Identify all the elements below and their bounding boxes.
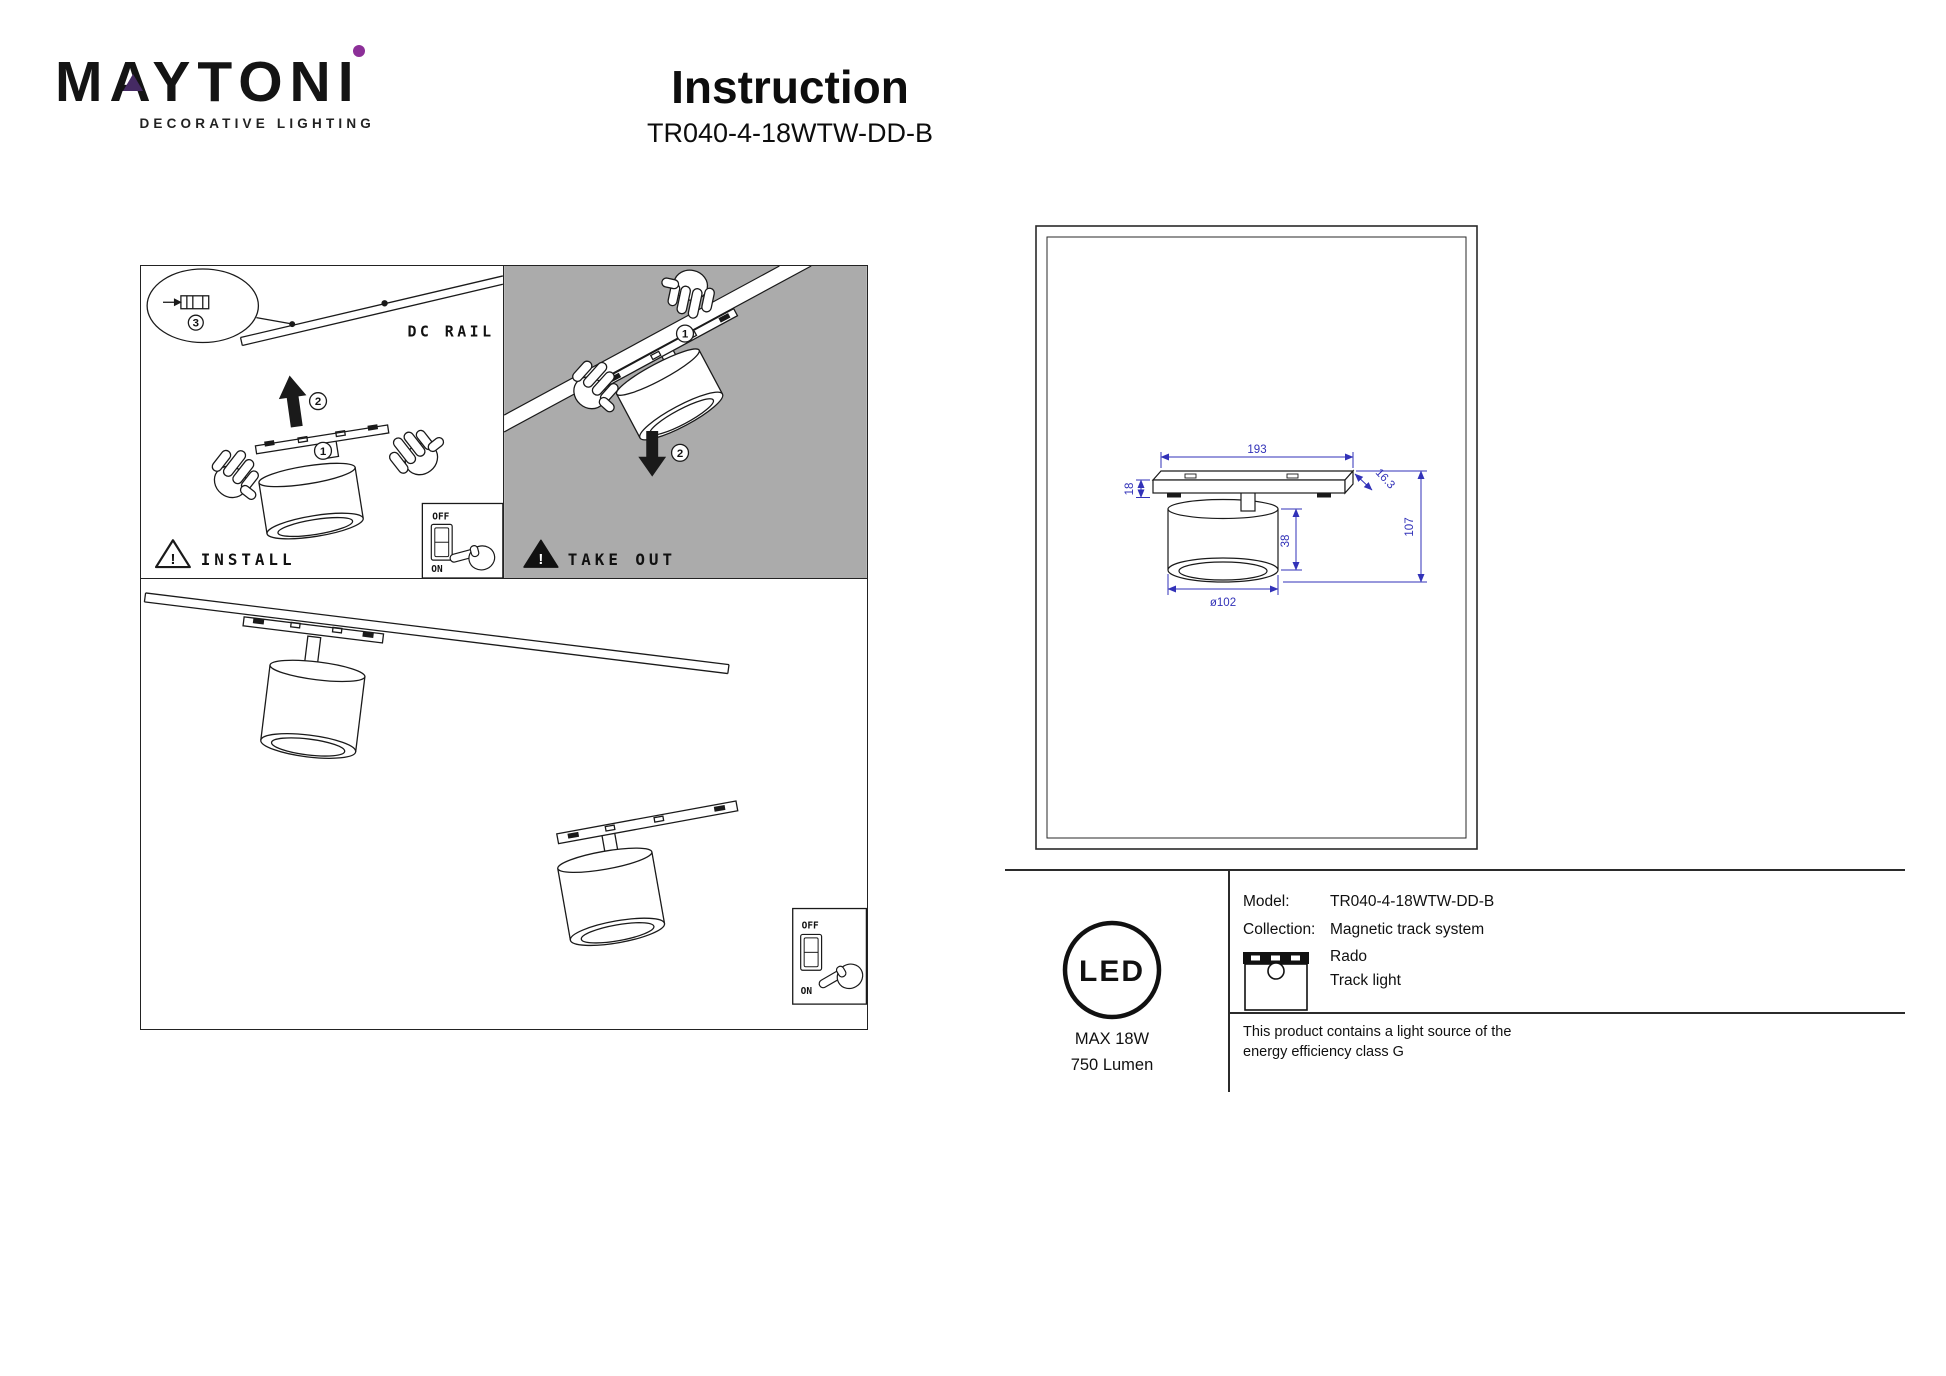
- max-power: MAX 18W: [1074, 1030, 1150, 1048]
- model-label: Model:: [1243, 893, 1290, 910]
- tech-drawing: 193 18 16.3 107 38 ø102: [1035, 225, 1478, 850]
- led-badge-label: LED: [1079, 955, 1145, 988]
- rail-contact-dot: [381, 300, 388, 307]
- step-1-number: 1: [682, 329, 689, 341]
- collection-value: Magnetic track system: [1330, 921, 1485, 938]
- tech-drawing-panel: 193 18 16.3 107 38 ø102: [1035, 225, 1478, 850]
- right-hand: [381, 415, 454, 487]
- power-switch-box: OFF ON: [421, 502, 504, 579]
- series-name: Rado: [1330, 948, 1368, 965]
- product-side-view: [1151, 469, 1355, 583]
- switch-off-label: OFF: [432, 511, 449, 522]
- brand-tagline: DECORATIVE LIGHTING: [139, 116, 375, 131]
- step-1-badge: [313, 441, 333, 460]
- warning-mark: !: [170, 552, 175, 568]
- dim-diameter: ø102: [1210, 597, 1236, 609]
- power-switch-box: OFF ON: [792, 907, 867, 1005]
- track-light-fixture: [254, 424, 390, 540]
- install-diagram: 2 1 3 DC RAIL ! INSTALL OFF ON: [146, 268, 504, 579]
- assembly-panel: OFF ON: [140, 578, 868, 1030]
- dc-rail: [239, 275, 503, 347]
- install-panel: 2 1 3 DC RAIL ! INSTALL OFF ON: [140, 265, 505, 580]
- brand-logo: MAYTONI DECORATIVE LIGHTING: [55, 45, 375, 131]
- light-body: [557, 847, 666, 947]
- assembly-diagram: OFF ON: [143, 592, 867, 1005]
- dim-body-height: 38: [1280, 535, 1292, 548]
- led-badge-circle: [1062, 920, 1162, 1020]
- step-2-badge: [670, 443, 690, 462]
- light-body: [615, 348, 724, 441]
- takeout-panel: 1 2 ! TAKE OUT: [503, 265, 868, 580]
- switch-on-label: ON: [801, 986, 813, 997]
- mount-plate: [556, 800, 739, 845]
- takeout-caption: TAKE OUT: [568, 550, 676, 569]
- detached-track-light: [556, 800, 739, 947]
- page-model-number: TR040-4-18WTW-DD-B: [646, 118, 934, 148]
- track-light-fixture: [600, 307, 739, 441]
- install-caption: INSTALL: [201, 550, 296, 569]
- product-type: Track light: [1330, 972, 1401, 989]
- led-badge: LED: [1062, 920, 1162, 1020]
- dim-plate-length: 193: [1247, 444, 1266, 456]
- step-2-number: 2: [677, 448, 683, 460]
- brand-wordmark: MAYTONI: [55, 45, 375, 111]
- inner-frame: [1046, 236, 1467, 839]
- energy-note: This product contains a light source of …: [1243, 1024, 1512, 1061]
- dc-rail: [143, 592, 730, 675]
- switch-off-label: OFF: [802, 920, 819, 931]
- up-arrow: [278, 375, 307, 428]
- dc-rail-label: DC RAIL: [407, 323, 494, 341]
- switch-on-label: ON: [431, 564, 443, 575]
- info-divider-vertical: [1228, 869, 1230, 1092]
- down-arrow: [638, 430, 667, 477]
- dc-rail: [504, 266, 812, 433]
- dim-plate-height: 18: [1124, 483, 1136, 496]
- title-block: Instruction TR040-4-18WTW-DD-B: [560, 60, 1020, 149]
- warning-triangle-icon: [154, 539, 191, 569]
- info-divider-energy: [1228, 1012, 1905, 1014]
- mounted-track-light: [242, 616, 385, 759]
- step-2-number: 2: [315, 396, 321, 408]
- warning-mark: !: [538, 552, 543, 568]
- brand-a-triangle-accent: [123, 74, 143, 91]
- dim-total-height: 107: [1404, 517, 1416, 536]
- warning-triangle-icon: [523, 539, 559, 568]
- dimension-lines: [1136, 452, 1427, 595]
- brand-i-dot-accent: [353, 45, 365, 57]
- takeout-diagram: 1 2 ! TAKE OUT: [504, 266, 867, 579]
- info-divider-top: [1005, 869, 1905, 871]
- page-title: Instruction: [671, 61, 909, 113]
- step-1-badge: [675, 324, 695, 343]
- light-body: [260, 659, 366, 759]
- light-body: [258, 462, 364, 540]
- model-value: TR040-4-18WTW-DD-B: [1330, 893, 1495, 910]
- brand-text: MAYTONI: [55, 50, 361, 114]
- mount-plate: [254, 424, 390, 455]
- step-1-number: 1: [320, 446, 327, 458]
- step-3-number: 3: [193, 318, 199, 330]
- product-icon: [1243, 952, 1309, 1011]
- step-2-badge: [308, 392, 328, 411]
- luminous-flux: 750 Lumen: [1070, 1056, 1154, 1074]
- collection-label: Collection:: [1243, 921, 1316, 938]
- rail-detail-callout: [146, 268, 260, 344]
